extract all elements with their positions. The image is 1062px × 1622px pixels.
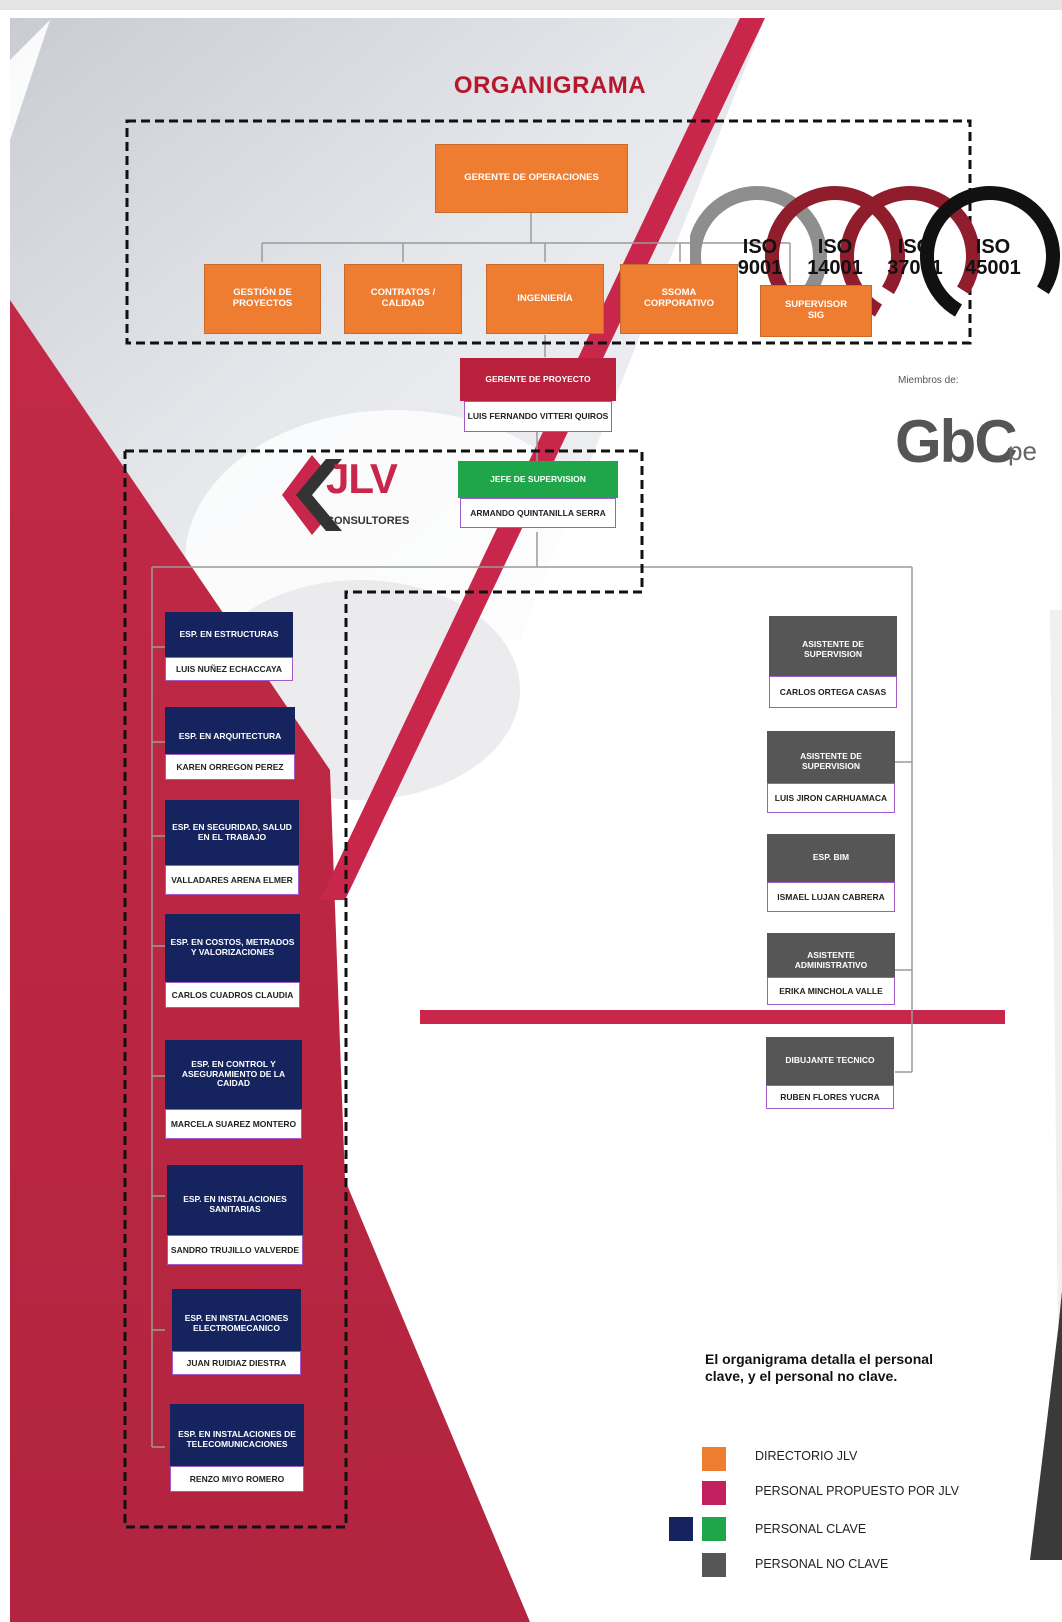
non-key-staff-card: ASISTENTE ADMINISTRATIVO ERIKA MINCHOLA … xyxy=(767,933,895,1005)
card-person-name: LUIS NUÑEZ ECHACCAYA xyxy=(165,657,293,681)
card-role: ESP. BIM xyxy=(767,834,895,882)
jlv-logo-subtext: CONSULTORES xyxy=(326,515,410,527)
card-role: ESP. EN INSTALACIONES ELECTROMECANICO xyxy=(172,1289,301,1351)
jlv-logo-text: JLV xyxy=(326,455,398,502)
card-person-name: CARLOS CUADROS CLAUDIA xyxy=(165,982,300,1008)
card-person-name: ARMANDO QUINTANILLA SERRA xyxy=(460,498,616,528)
card-person-name: RENZO MIYO ROMERO xyxy=(170,1466,304,1492)
legend-label: PERSONAL CLAVE xyxy=(755,1522,867,1536)
card-role: ASISTENTE DE SUPERVISION xyxy=(767,731,895,783)
gerente-proyecto-card: GERENTE DE PROYECTO LUIS FERNANDO VITTER… xyxy=(460,358,616,432)
iso-37001-badge: ISO 37001 xyxy=(882,237,948,279)
card-role: GERENTE DE PROYECTO xyxy=(460,358,616,401)
iso-9001-badge: ISO 9001 xyxy=(730,237,790,279)
dept-supervisor-sig-box: SUPERVISOR SIG xyxy=(760,285,872,337)
iso-label: ISO xyxy=(817,236,853,258)
legend-swatch-gray xyxy=(702,1553,726,1577)
legend-swatch-navy xyxy=(669,1517,693,1541)
key-staff-card: ESP. EN CONTROL Y ASEGURAMIENTO DE LA CA… xyxy=(165,1040,302,1139)
jefe-supervision-card: JEFE DE SUPERVISION ARMANDO QUINTANILLA … xyxy=(458,461,618,528)
dept-ssoma-box: SSOMA CORPORATIVO xyxy=(620,264,738,334)
card-person-name: JUAN RUIDIAZ DIESTRA xyxy=(172,1351,301,1375)
legend-swatch-magenta xyxy=(702,1481,726,1505)
card-person-name: ISMAEL LUJAN CABRERA xyxy=(767,882,895,912)
key-staff-card: ESP. EN ESTRUCTURAS LUIS NUÑEZ ECHACCAYA xyxy=(165,612,293,681)
card-role: ESP. EN ARQUITECTURA xyxy=(165,707,295,754)
iso-14001-badge: ISO 14001 xyxy=(805,237,865,279)
iso-code: 45001 xyxy=(965,257,1021,279)
iso-code: 9001 xyxy=(737,257,783,279)
card-role: JEFE DE SUPERVISION xyxy=(458,461,618,498)
card-role: ASISTENTE DE SUPERVISION xyxy=(769,616,897,676)
card-person-name: CARLOS ORTEGA CASAS xyxy=(769,676,897,708)
key-staff-card: ESP. EN ARQUITECTURA KAREN ORREGON PEREZ xyxy=(165,707,295,780)
key-staff-card: ESP. EN INSTALACIONES DE TELECOMUNICACIO… xyxy=(170,1404,304,1492)
card-person-name: SANDRO TRUJILLO VALVERDE xyxy=(167,1235,303,1265)
gerente-operaciones-label: GERENTE DE OPERACIONES xyxy=(464,172,599,184)
iso-code: 37001 xyxy=(887,257,943,279)
dept-label: SSOMA CORPORATIVO xyxy=(643,287,715,309)
gerente-operaciones-box: GERENTE DE OPERACIONES xyxy=(435,144,628,213)
key-staff-card: ESP. EN INSTALACIONES ELECTROMECANICO JU… xyxy=(172,1289,301,1375)
key-staff-card: ESP. EN SEGURIDAD, SALUD EN EL TRABAJO V… xyxy=(165,800,299,895)
card-person-name: VALLADARES ARENA ELMER xyxy=(165,865,299,895)
iso-label: ISO xyxy=(975,236,1011,258)
dept-ingenieria-box: INGENIERÍA xyxy=(486,264,604,334)
card-person-name: ERIKA MINCHOLA VALLE xyxy=(767,977,895,1005)
dept-label: CONTRATOS / CALIDAD xyxy=(370,287,436,309)
key-staff-card: ESP. EN INSTALACIONES SANITARIAS SANDRO … xyxy=(167,1165,303,1265)
legend-label: PERSONAL NO CLAVE xyxy=(755,1557,889,1571)
non-key-staff-card: DIBUJANTE TECNICO RUBEN FLORES YUCRA xyxy=(766,1037,894,1109)
card-role: DIBUJANTE TECNICO xyxy=(766,1037,894,1085)
card-person-name: RUBEN FLORES YUCRA xyxy=(766,1085,894,1109)
dept-gestion-proyectos-box: GESTIÓN DE PROYECTOS xyxy=(204,264,321,334)
legend-label: DIRECTORIO JLV xyxy=(755,1449,858,1463)
card-person-name: LUIS JIRON CARHUAMACA xyxy=(767,783,895,813)
card-role: ESP. EN ESTRUCTURAS xyxy=(165,612,293,657)
members-label: Miembros de: xyxy=(898,375,959,386)
key-staff-card: ESP. EN COSTOS, METRADOS Y VALORIZACIONE… xyxy=(165,914,300,1008)
iso-label: ISO xyxy=(897,236,933,258)
non-key-staff-card: ASISTENTE DE SUPERVISION CARLOS ORTEGA C… xyxy=(769,616,897,708)
jlv-logo-mark xyxy=(282,455,342,535)
dept-label: INGENIERÍA xyxy=(517,292,573,304)
legend-label: PERSONAL PROPUESTO POR JLV xyxy=(755,1484,959,1498)
card-person-name: MARCELA SUAREZ MONTERO xyxy=(165,1109,302,1139)
legend-swatch-orange xyxy=(702,1447,726,1471)
card-role: ESP. EN SEGURIDAD, SALUD EN EL TRABAJO xyxy=(165,800,299,865)
page-title: ORGANIGRAMA xyxy=(453,72,647,99)
card-role: ASISTENTE ADMINISTRATIVO xyxy=(767,933,895,977)
legend-swatch-green xyxy=(702,1517,726,1541)
gbc-logo-suffix: pe xyxy=(1008,436,1037,466)
card-role: ESP. EN COSTOS, METRADOS Y VALORIZACIONE… xyxy=(165,914,300,982)
card-person-name: KAREN ORREGON PEREZ xyxy=(165,754,295,780)
dept-contratos-calidad-box: CONTRATOS / CALIDAD xyxy=(344,264,462,334)
non-key-staff-card: ESP. BIM ISMAEL LUJAN CABRERA xyxy=(767,834,895,912)
non-key-staff-card: ASISTENTE DE SUPERVISION LUIS JIRON CARH… xyxy=(767,731,895,813)
card-role: ESP. EN INSTALACIONES DE TELECOMUNICACIO… xyxy=(170,1404,304,1466)
dept-label: SUPERVISOR SIG xyxy=(784,299,848,321)
iso-label: ISO xyxy=(742,236,778,258)
iso-45001-badge: ISO 45001 xyxy=(960,237,1026,279)
dept-label: GESTIÓN DE PROYECTOS xyxy=(232,287,293,309)
card-person-name: LUIS FERNANDO VITTERI QUIROS xyxy=(464,401,612,432)
card-role: ESP. EN INSTALACIONES SANITARIAS xyxy=(167,1165,303,1235)
card-role: ESP. EN CONTROL Y ASEGURAMIENTO DE LA CA… xyxy=(165,1040,302,1109)
legend-title: El organigrama detalla el personal clave… xyxy=(705,1351,933,1384)
iso-code: 14001 xyxy=(807,257,863,279)
gbc-logo-text: GbC xyxy=(895,408,1018,475)
jlv-logo: JLV CONSULTORES xyxy=(282,445,409,555)
